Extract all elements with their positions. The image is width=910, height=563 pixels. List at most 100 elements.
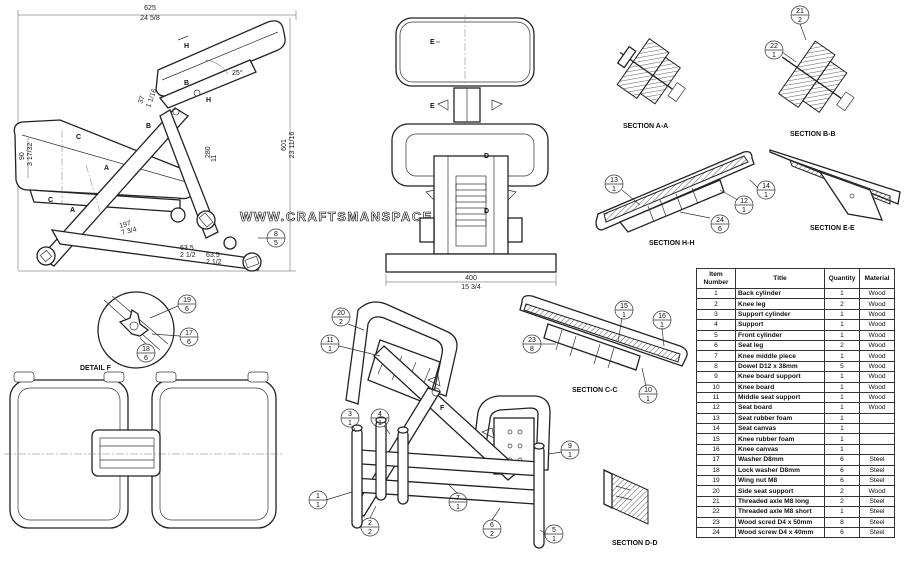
col-title: Title (735, 268, 825, 289)
cell-material (859, 433, 895, 445)
svg-text:5: 5 (552, 527, 556, 534)
bubble-17: 17 6 (151, 327, 199, 347)
mark-e-top: E (430, 39, 435, 46)
svg-text:4: 4 (378, 411, 382, 418)
mark-e-bot: E (430, 103, 435, 110)
seat-cushion (155, 20, 286, 97)
svg-text:2: 2 (368, 529, 372, 536)
svg-text:16: 16 (658, 313, 666, 320)
mark-a-bot: A (70, 207, 75, 214)
watermark: WWW.CRAFTSMANSPACE.COM (240, 209, 473, 224)
cell-title: Seat board (735, 402, 825, 414)
parts-table-header: Item Number Title Quantity Material (696, 268, 895, 289)
svg-text:17: 17 (185, 330, 193, 337)
mark-a-top: A (104, 165, 109, 172)
cell-title: Threaded axle M8 long (735, 495, 825, 508)
dim-overall-height-in: 23 11/16 (289, 132, 296, 159)
cell-title: Knee leg (735, 298, 825, 310)
svg-text:SECTION B-B: SECTION B-B (790, 131, 836, 138)
cell-material: Wood (859, 319, 895, 331)
cell-title: Seat rubber foam (735, 412, 825, 425)
svg-text:6: 6 (185, 306, 189, 313)
cell-item-number: 20 (696, 485, 736, 497)
cell-quantity: 1 (824, 319, 860, 331)
col-item-number: Item Number (696, 268, 736, 289)
cell-item-number: 12 (696, 402, 736, 414)
svg-text:19: 19 (183, 297, 191, 304)
bubble-14: 14 1 (749, 179, 776, 200)
section-h-h: SECTION H-H (595, 150, 755, 247)
cell-item-number: 10 (696, 381, 736, 393)
bubble-21: 21 2 (790, 5, 810, 41)
cell-item-number: 11 (696, 391, 736, 404)
dim-front-gap2: 63.5 (206, 252, 220, 259)
cell-material: Steel (859, 454, 895, 466)
cell-title: Front cylinder (735, 329, 825, 341)
bubble-19: 19 6 (149, 294, 197, 319)
svg-text:1: 1 (646, 396, 650, 403)
cell-title: Back cylinder (735, 287, 825, 300)
cell-item-number: 6 (696, 339, 736, 352)
cell-material: Wood (859, 391, 895, 404)
top-view (4, 371, 282, 529)
dim-leg-length: 197 (119, 220, 132, 230)
cell-material: Steel (859, 516, 895, 529)
bubble-11: 11 1 (320, 334, 381, 357)
bubble-13: 13 1 (604, 174, 641, 206)
cell-material: Wood (859, 381, 895, 393)
cell-title: Threaded axle M8 short (735, 506, 825, 518)
svg-text:15: 15 (620, 303, 628, 310)
svg-text:DETAIL F: DETAIL F (80, 365, 112, 372)
dim-overall-width: 625 (144, 5, 156, 12)
mark-f: F (440, 405, 445, 412)
cell-quantity: 1 (824, 423, 860, 435)
cell-material: Steel (859, 495, 895, 508)
cell-item-number: 5 (696, 329, 736, 341)
section-b-b: SECTION B-B (777, 40, 855, 138)
svg-text:1: 1 (316, 493, 320, 500)
svg-text:18: 18 (142, 346, 150, 353)
svg-text:1: 1 (742, 207, 746, 214)
parts-table: Item Number Title Quantity Material 1 Bac… (696, 268, 895, 539)
cell-material: Wood (859, 350, 895, 362)
cell-title: Wood screw D4 x 40mm (735, 526, 825, 539)
svg-text:23: 23 (528, 337, 536, 344)
bubble-24: 24 6 (679, 211, 730, 234)
cell-quantity: 2 (824, 495, 860, 508)
cell-material: Steel (859, 506, 895, 518)
front-view: E E D D 400 15 3/4 (385, 15, 557, 291)
cell-quantity: 2 (824, 298, 860, 310)
cell-quantity: 6 (824, 475, 860, 487)
svg-text:1: 1 (660, 322, 664, 329)
cell-quantity: 1 (824, 371, 860, 383)
cell-item-number: 18 (696, 464, 736, 477)
svg-text:20: 20 (337, 310, 345, 317)
cell-item-number: 17 (696, 454, 736, 466)
bubble-23: 23 8 (522, 334, 556, 354)
svg-text:22: 22 (770, 43, 778, 50)
bubble-5: 5 1 (539, 524, 564, 544)
cell-quantity: 8 (824, 516, 860, 529)
svg-text:1: 1 (772, 52, 776, 59)
cell-title: Wing nut M8 (735, 475, 825, 487)
svg-text:11: 11 (326, 337, 333, 344)
cell-title: Washer D8mm (735, 454, 825, 466)
mark-h-bot: H (206, 97, 211, 104)
cell-item-number: 7 (696, 350, 736, 362)
section-a-a: SECTION A-A (616, 38, 686, 130)
section-d-d: SECTION D-D (603, 468, 658, 547)
svg-text:9: 9 (568, 443, 572, 450)
detail-f: DETAIL F (80, 291, 175, 372)
cell-item-number: 24 (696, 526, 736, 539)
svg-text:24: 24 (716, 217, 724, 224)
dim-knee-thick: 90 (19, 152, 26, 160)
svg-text:SECTION C-C: SECTION C-C (572, 387, 618, 394)
cell-item-number: 14 (696, 423, 736, 435)
